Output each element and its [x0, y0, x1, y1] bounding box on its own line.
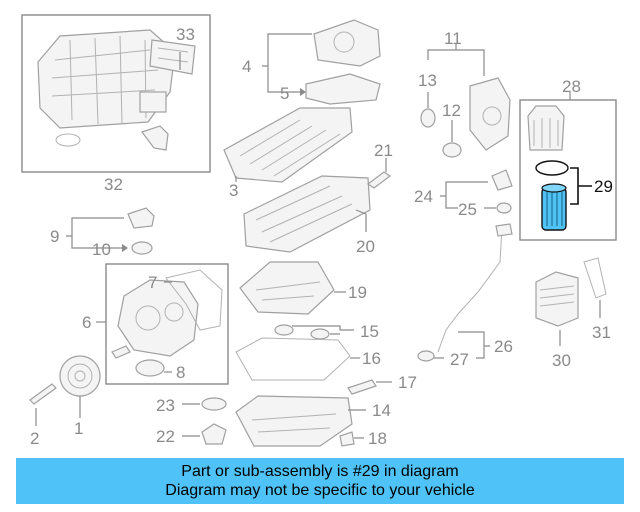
oil-level-sensor	[347, 379, 377, 395]
drain-washer	[201, 397, 227, 411]
callout-3: 3	[229, 181, 238, 200]
callout-15: 15	[360, 322, 379, 341]
callout-7: 7	[148, 273, 157, 292]
breather-pipe	[366, 171, 392, 189]
callout-12: 12	[442, 101, 461, 120]
callout-2: 2	[30, 429, 39, 448]
oil-pan	[235, 395, 353, 447]
timing-case	[469, 77, 511, 151]
intake-manifold-group-box	[21, 14, 211, 173]
bolt-18	[339, 431, 355, 447]
callout-22: 22	[156, 427, 175, 446]
callout-14: 14	[372, 401, 391, 420]
seal-8	[135, 359, 165, 377]
callout-23: 23	[156, 396, 175, 415]
intake-gasket-33	[149, 39, 196, 75]
oil-pan-gasket	[235, 337, 351, 381]
bolt-6	[111, 345, 131, 359]
cooler-gasket	[583, 257, 607, 299]
pulley-bolt	[29, 383, 57, 405]
info-banner: Part or sub-assembly is #29 in diagram D…	[16, 458, 624, 504]
washer-25	[496, 202, 512, 214]
callout-31: 31	[592, 323, 611, 342]
cap-gasket	[131, 241, 153, 255]
seal-12	[442, 142, 462, 158]
timing-cover-upper	[313, 19, 381, 67]
plug-13	[420, 108, 436, 128]
callout-6: 6	[82, 313, 91, 332]
callout-32: 32	[104, 175, 123, 194]
valve-cover	[223, 107, 353, 183]
callout-27: 27	[450, 350, 469, 369]
callout-29: 29	[594, 177, 613, 196]
callout-30: 30	[552, 351, 571, 370]
timing-cover-group-box	[105, 263, 229, 385]
cylinder-head	[243, 175, 371, 253]
filter-seal-29	[535, 160, 569, 176]
callout-1: 1	[74, 419, 83, 438]
callout-18: 18	[368, 429, 387, 448]
callout-17: 17	[398, 373, 417, 392]
timing-cover	[117, 279, 199, 357]
callout-8: 8	[176, 363, 185, 382]
oil-baffle	[239, 261, 335, 315]
filler-cap	[127, 207, 155, 229]
seal-15-b	[310, 328, 330, 340]
timing-cover-gasket-7	[165, 269, 223, 331]
parts-diagram: 33 32 4 5 3 20 21 9 10 7 6 8	[21, 14, 617, 448]
o-ring-27	[417, 350, 435, 362]
intake-hose	[141, 125, 169, 151]
callout-26: 26	[494, 337, 513, 356]
callout-21: 21	[374, 141, 393, 160]
oil-cooler	[535, 271, 579, 327]
oil-filter-housing	[527, 105, 565, 151]
callout-25: 25	[458, 200, 477, 219]
drain-plug	[201, 423, 227, 445]
callout-10: 10	[92, 240, 111, 259]
sender-24	[491, 169, 513, 191]
dipstick-tube	[437, 227, 503, 353]
tube-bracket	[495, 223, 513, 237]
callout-24: 24	[414, 187, 433, 206]
banner-line-1: Part or sub-assembly is #29 in diagram	[181, 463, 459, 480]
crank-pulley	[59, 355, 101, 397]
oil-filter-group-box	[519, 99, 617, 241]
callout-4: 4	[242, 57, 251, 76]
callout-5: 5	[280, 84, 289, 103]
callout-16: 16	[362, 349, 381, 368]
intake-manifold	[37, 29, 176, 129]
banner-line-2: Diagram may not be specific to your vehi…	[165, 482, 475, 499]
callout-9: 9	[50, 227, 59, 246]
callout-33: 33	[176, 25, 195, 44]
seal-15-a	[274, 324, 294, 336]
o-ring-intake	[55, 133, 81, 147]
callout-20: 20	[356, 237, 375, 256]
oil-filter-element-29	[541, 183, 567, 231]
callout-13: 13	[418, 71, 437, 90]
callout-11: 11	[444, 29, 462, 48]
callout-28: 28	[562, 77, 581, 96]
callout-19: 19	[348, 283, 367, 302]
cover-gasket-5	[305, 73, 381, 105]
